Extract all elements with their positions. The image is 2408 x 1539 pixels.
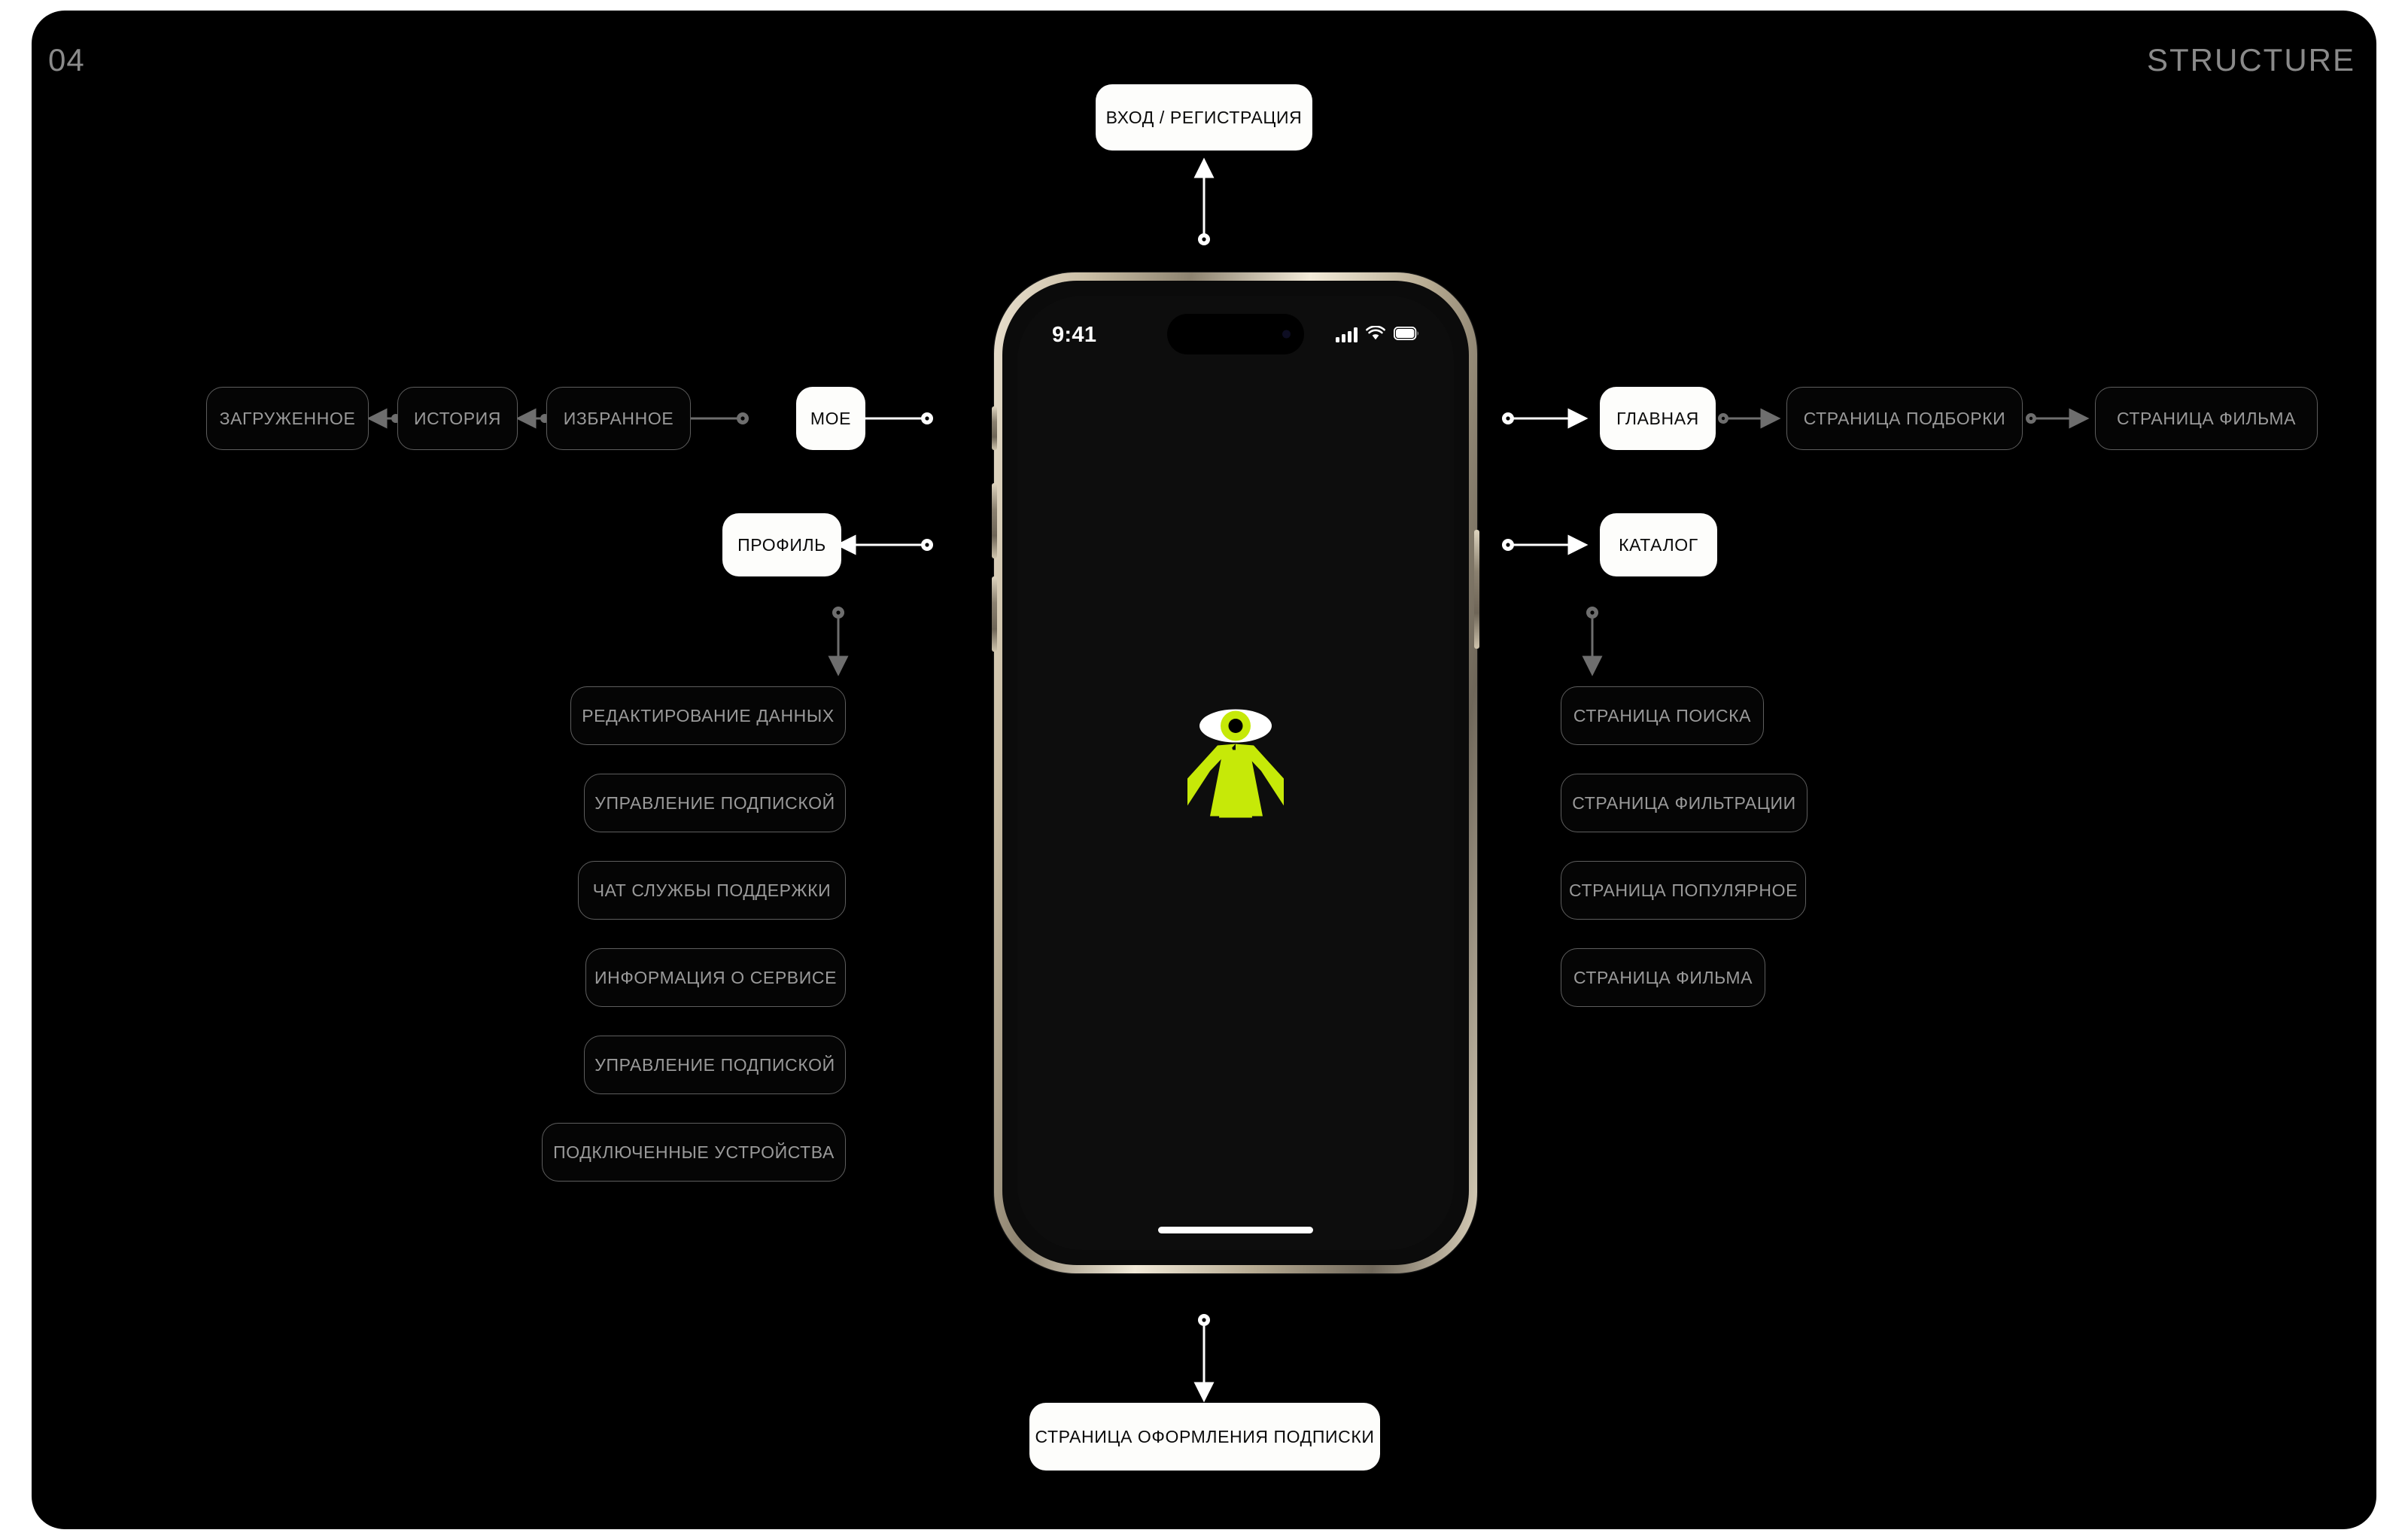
phone-mockup: 9:41 xyxy=(992,272,1479,1273)
page-number: 04 xyxy=(48,42,85,78)
phone-body: 9:41 xyxy=(1002,281,1469,1265)
node-film-page[interactable]: СТРАНИЦА ФИЛЬМА xyxy=(1561,948,1765,1007)
phone-power-button[interactable] xyxy=(1474,530,1479,649)
connector-phone-to-catalog xyxy=(1502,534,1589,555)
node-service-info[interactable]: ИНФОРМАЦИЯ О СЕРВИСЕ xyxy=(585,948,846,1007)
signal-bars-icon xyxy=(1336,327,1358,342)
wifi-icon xyxy=(1366,324,1385,345)
node-filter-page[interactable]: СТРАНИЦА ФИЛЬТРАЦИИ xyxy=(1561,774,1808,832)
connector-phone-to-subscription xyxy=(1193,1314,1215,1403)
connector-catalog-to-children xyxy=(1582,607,1603,677)
connector-profile-to-children xyxy=(828,607,849,677)
phone-volume-up-button[interactable] xyxy=(992,483,997,558)
node-profile[interactable]: ПРОФИЛЬ xyxy=(722,513,841,576)
status-bar-clock: 9:41 xyxy=(1052,322,1097,347)
battery-icon xyxy=(1393,326,1419,344)
node-connected-devices[interactable]: ПОДКЛЮЧЕННЫЕ УСТРОЙСТВА xyxy=(542,1123,846,1182)
node-downloaded[interactable]: ЗАГРУЖЕННОЕ xyxy=(206,387,369,450)
connector-phone-to-login xyxy=(1193,157,1215,245)
node-film-page-top[interactable]: СТРАНИЦА ФИЛЬМА xyxy=(2095,387,2318,450)
status-bar-icons xyxy=(1336,324,1419,345)
node-search-page[interactable]: СТРАНИЦА ПОИСКА xyxy=(1561,686,1764,745)
page-title: STRUCTURE xyxy=(2147,42,2355,78)
connector-history-to-downloaded xyxy=(366,408,400,429)
home-indicator[interactable] xyxy=(1158,1227,1313,1233)
eye-rays-logo-icon xyxy=(1171,705,1300,841)
connector-collection-to-film xyxy=(2026,408,2090,429)
node-home[interactable]: ГЛАВНАЯ xyxy=(1600,387,1716,450)
slide-canvas: 04 STRUCTURE xyxy=(32,11,2376,1529)
connector-home-to-collection xyxy=(1718,408,1781,429)
node-login-registration[interactable]: ВХОД / РЕГИСТРАЦИЯ xyxy=(1096,84,1312,151)
node-catalog[interactable]: КАТАЛОГ xyxy=(1600,513,1717,576)
connector-favorites-to-history xyxy=(515,408,549,429)
node-favorites[interactable]: ИЗБРАННОЕ xyxy=(546,387,691,450)
connector-phone-to-home xyxy=(1502,408,1589,429)
connector-phone-to-profile xyxy=(835,534,933,555)
front-camera-icon xyxy=(1282,330,1291,339)
node-history[interactable]: ИСТОРИЯ xyxy=(397,387,518,450)
phone-screen: 9:41 xyxy=(1017,296,1454,1250)
node-popular-page[interactable]: СТРАНИЦА ПОПУЛЯРНОЕ xyxy=(1561,861,1806,920)
node-mine[interactable]: МОЕ xyxy=(796,387,865,450)
node-support-chat[interactable]: ЧАТ СЛУЖБЫ ПОДДЕРЖКИ xyxy=(578,861,846,920)
phone-volume-down-button[interactable] xyxy=(992,576,997,652)
node-collection-page[interactable]: СТРАНИЦА ПОДБОРКИ xyxy=(1786,387,2023,450)
node-subscription-checkout[interactable]: СТРАНИЦА ОФОРМЛЕНИЯ ПОДПИСКИ xyxy=(1029,1403,1380,1471)
node-edit-data[interactable]: РЕДАКТИРОВАНИЕ ДАННЫХ xyxy=(570,686,846,745)
node-manage-subscription-2[interactable]: УПРАВЛЕНИЕ ПОДПИСКОЙ xyxy=(584,1036,846,1094)
dynamic-island xyxy=(1167,314,1304,354)
phone-action-button[interactable] xyxy=(992,406,997,450)
node-manage-subscription-1[interactable]: УПРАВЛЕНИЕ ПОДПИСКОЙ xyxy=(584,774,846,832)
